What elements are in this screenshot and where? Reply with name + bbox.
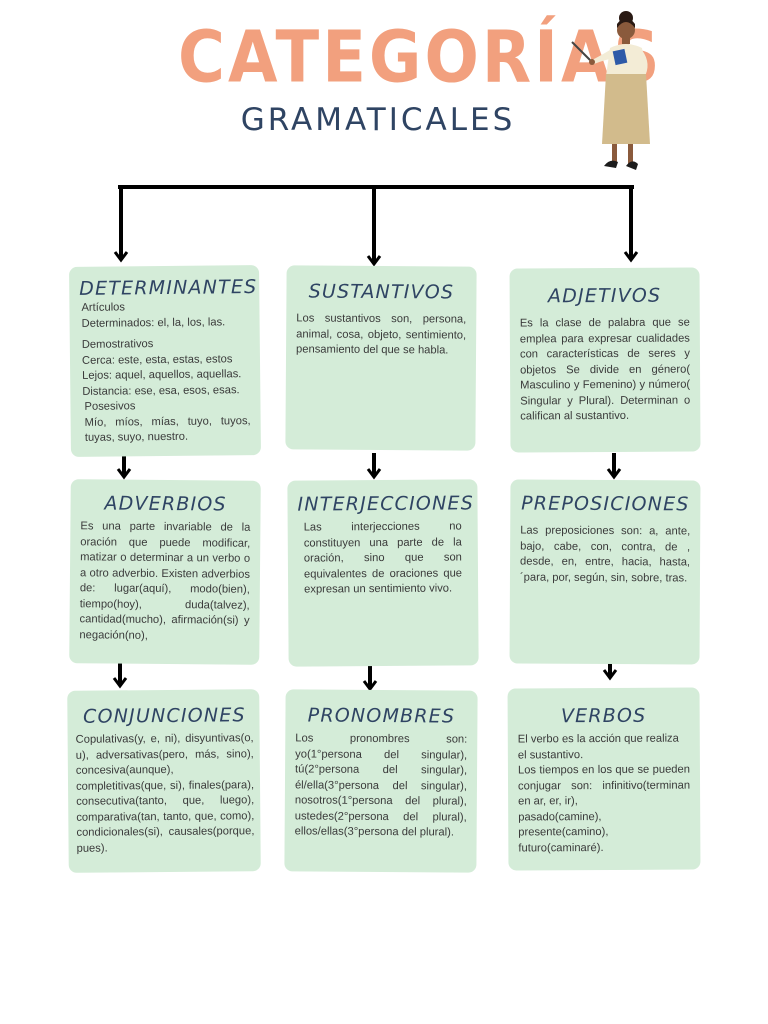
- card-text-preposiciones: Las preposiciones son: a, ante, bajo, ca…: [519, 524, 691, 584]
- card-text-sustantivos: Los sustantivos son, persona, animal, co…: [296, 312, 467, 357]
- card-text-adjetivos: Es la clase de palabra que se emplea par…: [519, 316, 691, 423]
- card-adverbios: ADVERBIOS Es una parte invariable de la …: [69, 479, 261, 665]
- card-sustantivos: SUSTANTIVOS Los sustantivos son, persona…: [285, 265, 477, 451]
- card-title-adjetivos: ADJETIVOS: [547, 284, 662, 308]
- verbos-line-tiempos: Los tiempos en los que se pueden conjuga…: [517, 763, 691, 808]
- arrowhead-preposiciones: [606, 468, 622, 480]
- arrowhead-verbos: [602, 669, 618, 681]
- card-title-determinantes: DETERMINANTES: [79, 276, 258, 300]
- card-conjunciones: CONJUNCIONES Copulativas(y, e, ni), disy…: [67, 689, 261, 873]
- card-text-interjecciones: Las interjecciones no constituyen una pa…: [303, 520, 463, 596]
- teacher-illustration: [571, 11, 650, 170]
- card-title-preposiciones: PREPOSICIONES: [521, 492, 690, 516]
- page-subtitle: GRAMATICALES: [240, 102, 516, 138]
- determinantes-line-determinados: Determinados: el, la, los, las.: [81, 315, 226, 330]
- verbos-line-pasado: pasado(camine),: [518, 810, 602, 823]
- determinantes-line-mio: Mío, míos, mías, tuyo, tuyos, tuyas, suy…: [84, 414, 251, 444]
- determinantes-line-cerca: Cerca: este, esta, estas, estos: [81, 352, 233, 367]
- card-determinantes: DETERMINANTES Artículos Determinados: el…: [69, 265, 261, 457]
- determinantes-line-demostrativos: Demostrativos: [81, 338, 154, 351]
- determinantes-line-distancia: Distancia: ese, esa, esos, esas.: [82, 383, 240, 398]
- arrowhead-conjunciones: [112, 677, 128, 689]
- arrowhead-adjetivos: [623, 251, 639, 263]
- card-text-conjunciones: Copulativas(y, e, ni), disyuntivas(o, u)…: [75, 732, 255, 855]
- card-title-interjecciones: INTERJECCIONES: [297, 492, 475, 516]
- card-verbos: VERBOS El verbo es la acción que realiza…: [507, 687, 701, 871]
- card-title-verbos: VERBOS: [560, 704, 647, 728]
- card-title-pronombres: PRONOMBRES: [307, 704, 456, 728]
- arrowhead-pronombres: [362, 680, 378, 692]
- determinantes-line-lejos: Lejos: aquel, aquellos, aquellas.: [82, 368, 242, 382]
- arrowhead-sustantivos: [366, 255, 382, 267]
- card-adjetivos: ADJETIVOS Es la clase de palabra que se …: [509, 267, 701, 453]
- verbos-line-futuro: futuro(caminaré).: [518, 841, 604, 854]
- determinantes-line-articulos: Artículos: [81, 301, 126, 314]
- arrowhead-interjecciones: [366, 468, 382, 480]
- arrowhead-determinantes: [113, 251, 129, 263]
- verbos-line-definicion: El verbo es la acción que realiza el sus…: [517, 732, 679, 761]
- card-text-pronombres: Los pronombres son: yo(1°persona del sin…: [294, 732, 468, 839]
- verbos-line-presente: presente(camino),: [518, 825, 609, 839]
- determinantes-line-posesivos: Posesivos: [84, 400, 136, 413]
- card-title-sustantivos: SUSTANTIVOS: [308, 280, 455, 304]
- card-interjecciones: INTERJECCIONES Las interjecciones no con…: [287, 479, 479, 667]
- card-title-conjunciones: CONJUNCIONES: [82, 704, 246, 728]
- card-text-adverbios: Es una parte invariable de la oración qu…: [79, 520, 251, 642]
- card-preposiciones: PREPOSICIONES Las preposiciones son: a, …: [509, 479, 701, 665]
- card-pronombres: PRONOMBRES Los pronombres son: yo(1°pers…: [284, 689, 478, 873]
- card-title-adverbios: ADVERBIOS: [104, 492, 227, 516]
- arrowhead-adverbios: [116, 468, 132, 480]
